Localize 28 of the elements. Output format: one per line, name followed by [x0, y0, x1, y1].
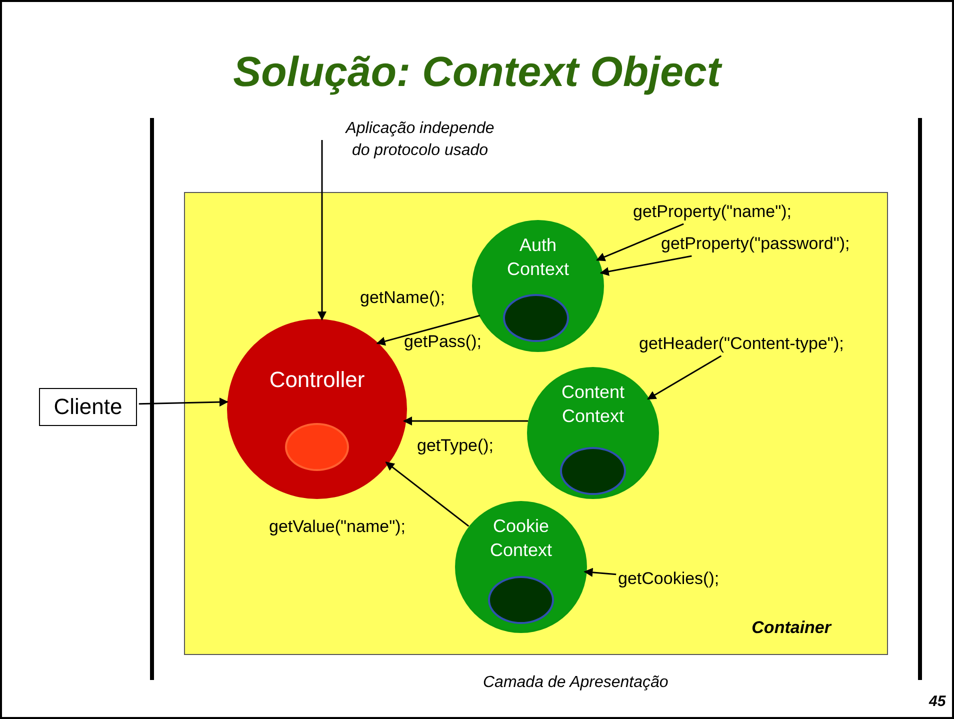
arrow	[376, 314, 480, 346]
container-label: Container	[752, 618, 831, 638]
component-label: Auth Context	[506, 234, 570, 282]
arrow	[138, 398, 228, 407]
method-call-text: getProperty("name");	[633, 202, 792, 222]
arrow	[403, 416, 528, 426]
edge-label: getName();	[360, 288, 446, 308]
method-call-text: getPass();	[404, 332, 482, 352]
note-text: Aplicação independe do protocolo usado	[335, 118, 505, 163]
component-label: Controller	[268, 366, 366, 394]
edge-label: getType();	[417, 436, 494, 456]
arrow	[647, 355, 722, 400]
layer-caption: Camada de Apresentação	[483, 674, 668, 692]
arrow	[584, 568, 616, 577]
arrow	[600, 255, 692, 276]
method-call-text: getProperty("password");	[661, 234, 850, 254]
page-number: 45	[929, 693, 946, 710]
slide-title: Solução: Context Object	[232, 48, 724, 96]
component-label: Content Context	[560, 380, 626, 428]
arrow	[318, 140, 326, 320]
container-panel	[184, 192, 888, 655]
method-call-text: getHeader("Content-type");	[639, 334, 844, 354]
edge-label: getValue("name");	[269, 517, 406, 537]
arrow	[596, 223, 684, 262]
client-box: Cliente	[39, 388, 137, 426]
method-call-text: getCookies();	[618, 569, 720, 589]
arrow	[385, 462, 470, 527]
component-label: Cookie Context	[488, 514, 554, 562]
